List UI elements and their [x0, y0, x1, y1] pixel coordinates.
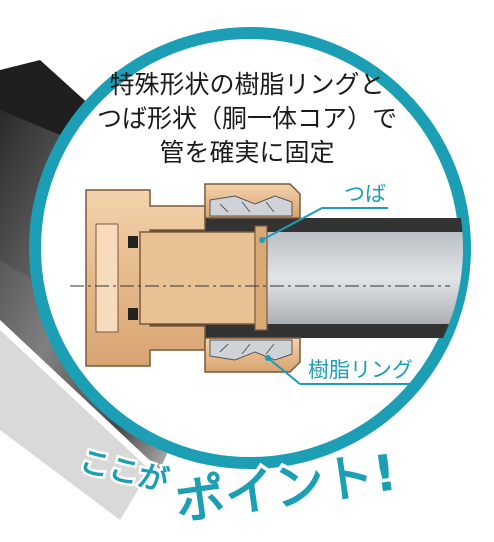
- flange: [254, 225, 268, 331]
- cross-section: [70, 183, 463, 373]
- fitting-core: [139, 231, 266, 325]
- oring-bottom: [128, 308, 138, 320]
- caption-line-2: つば形状（胴一体コア）で: [96, 104, 397, 133]
- pipe-wall-top: [150, 218, 463, 232]
- resin-ring-leader: [265, 355, 410, 385]
- resin-ring-bottom: [209, 339, 293, 361]
- fitting-face: [95, 223, 119, 333]
- caption-line-1: 特殊形状の樹脂リングと: [109, 70, 385, 99]
- pipe-wall-bottom: [150, 324, 463, 338]
- caption-line-3: 管を確実に固定: [159, 138, 335, 167]
- resin-ring-top: [209, 195, 293, 217]
- oring-top: [128, 236, 138, 248]
- flange-leader: [259, 207, 388, 243]
- label-flange: つば: [344, 182, 386, 206]
- label-resin-ring: 樹脂リング: [308, 358, 413, 382]
